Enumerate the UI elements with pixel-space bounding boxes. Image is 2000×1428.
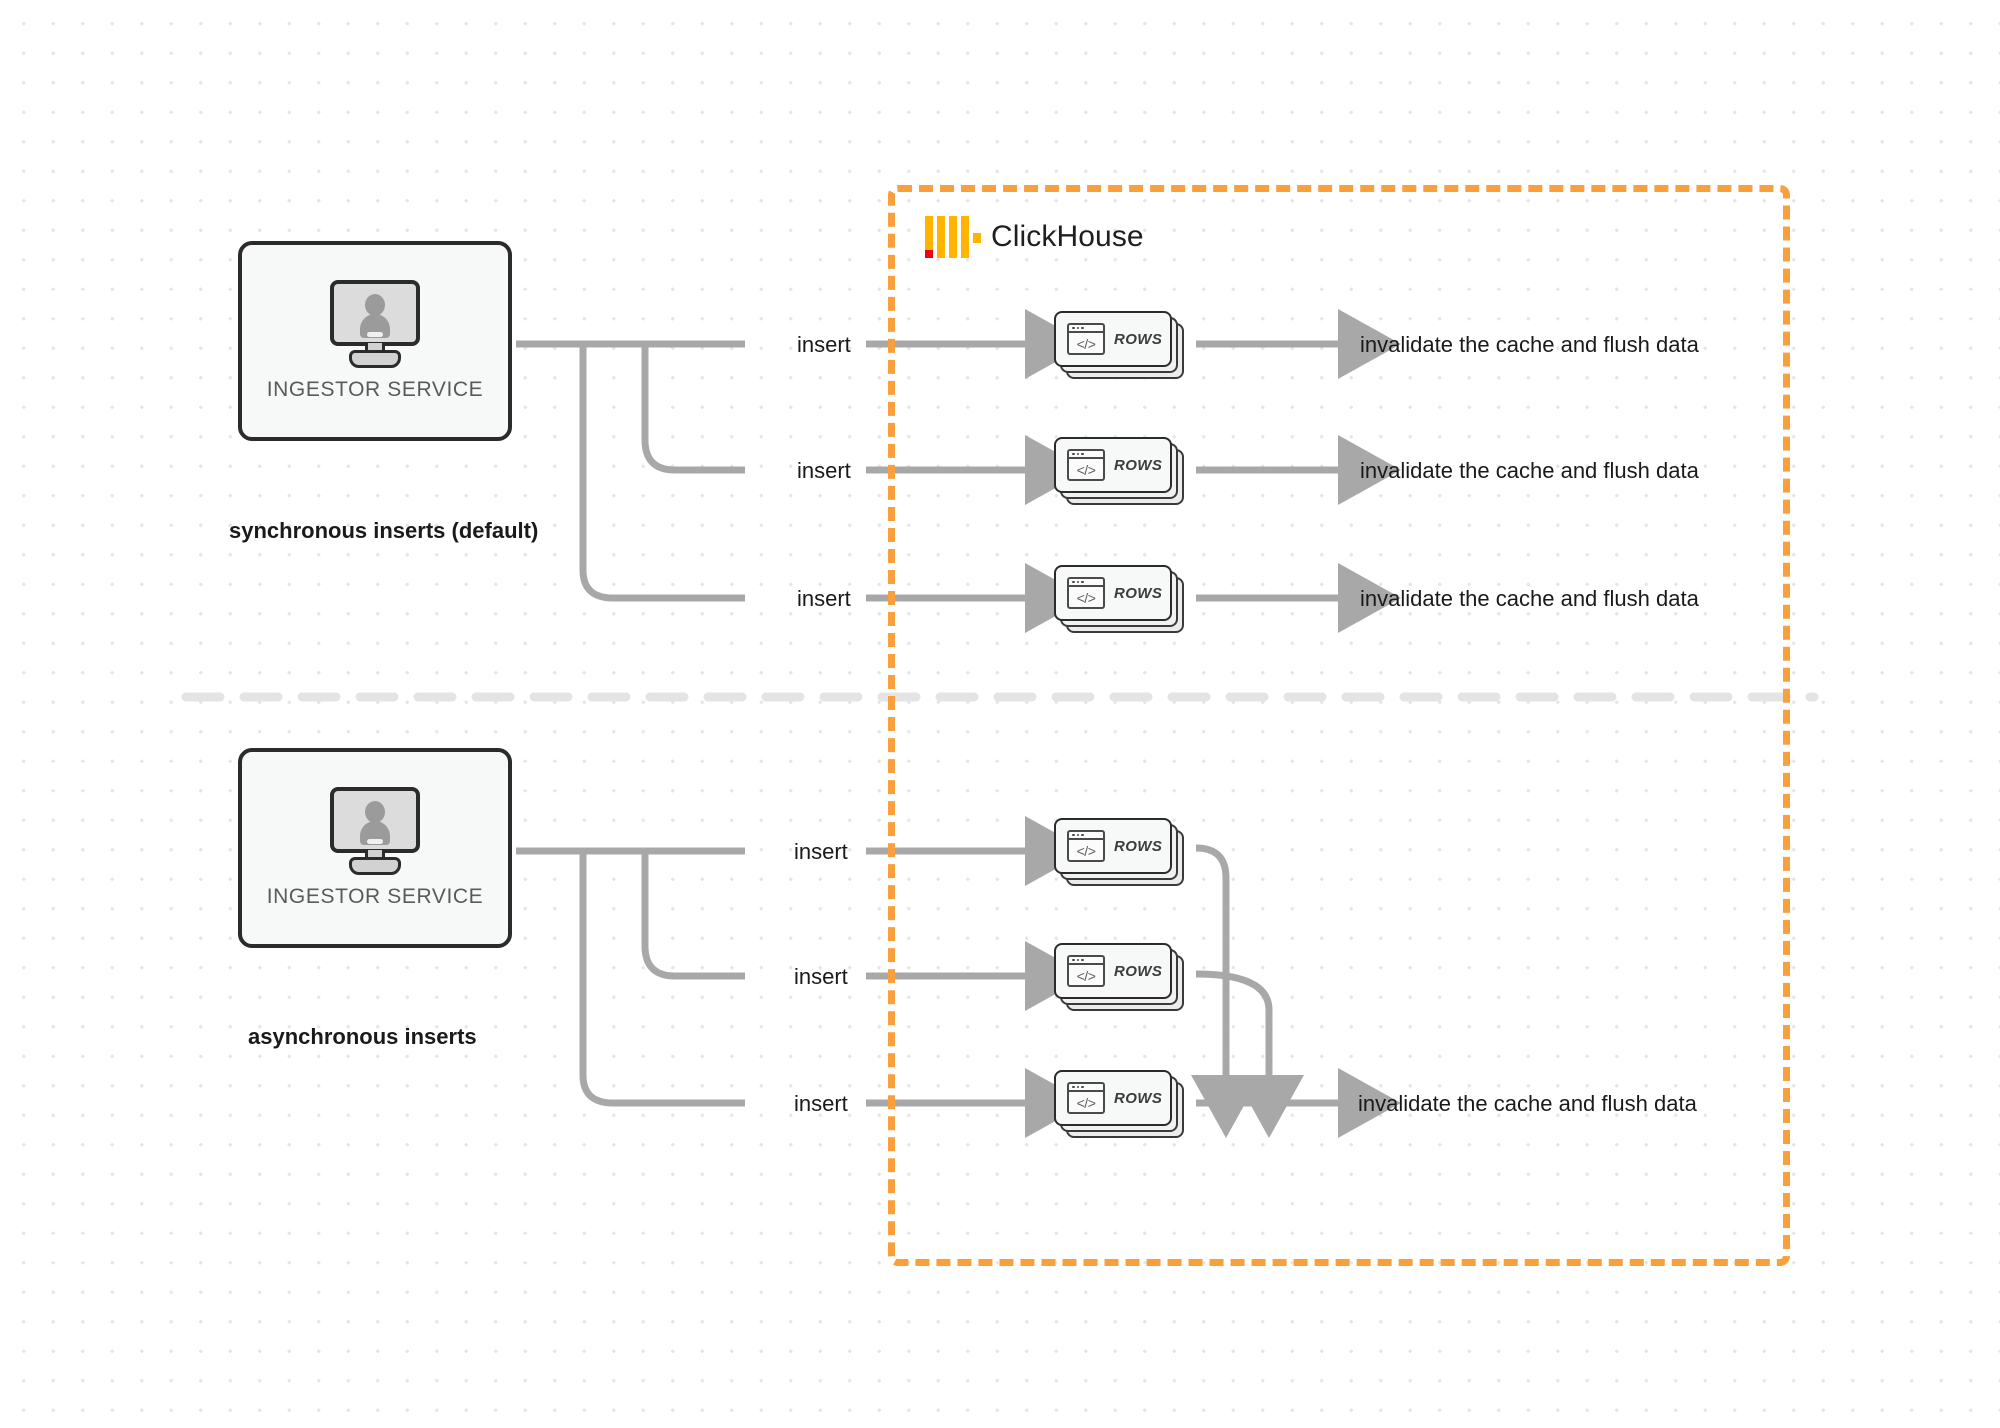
async-branch-row3 bbox=[579, 851, 745, 1107]
insert-label-async-1: insert bbox=[794, 839, 848, 864]
code-window-icon: </> bbox=[1067, 323, 1105, 355]
ingestor-service-sync[interactable]: INGESTOR SERVICE bbox=[238, 241, 512, 441]
rows-label: ROWS bbox=[1114, 837, 1163, 855]
result-label-sync-2: invalidate the cache and flush data bbox=[1360, 458, 1699, 483]
ingestor-service-label-async: INGESTOR SERVICE bbox=[266, 885, 484, 908]
clickhouse-brand: ClickHouse bbox=[925, 216, 1144, 258]
rows-node-sync-3[interactable]: </> ROWS bbox=[1054, 565, 1184, 633]
result-label-sync-1: invalidate the cache and flush data bbox=[1360, 332, 1699, 357]
sync-branch-row3 bbox=[579, 344, 745, 602]
rows-label: ROWS bbox=[1114, 962, 1163, 980]
monitor-user-icon bbox=[326, 280, 424, 368]
rows-node-sync-1[interactable]: </> ROWS bbox=[1054, 311, 1184, 379]
rows-label: ROWS bbox=[1114, 456, 1163, 474]
clickhouse-boundary bbox=[888, 185, 1790, 1266]
code-window-icon: </> bbox=[1067, 955, 1105, 987]
code-window-icon: </> bbox=[1067, 830, 1105, 862]
rows-node-async-3[interactable]: </> ROWS bbox=[1054, 1070, 1184, 1138]
sync-branch-row2 bbox=[641, 344, 745, 474]
async-branch-row2 bbox=[641, 851, 745, 980]
code-window-icon: </> bbox=[1067, 1082, 1105, 1114]
ingestor-service-label-sync: INGESTOR SERVICE bbox=[266, 378, 484, 401]
monitor-user-icon bbox=[326, 787, 424, 875]
rows-label: ROWS bbox=[1114, 1089, 1163, 1107]
section-caption-async: asynchronous inserts bbox=[248, 1024, 477, 1049]
result-label-async-merged: invalidate the cache and flush data bbox=[1358, 1091, 1697, 1116]
rows-node-async-2[interactable]: </> ROWS bbox=[1054, 943, 1184, 1011]
async-merge-from-row1 bbox=[1191, 844, 1261, 1138]
insert-label-sync-3: insert bbox=[797, 586, 851, 611]
code-window-icon: </> bbox=[1067, 449, 1105, 481]
rows-node-sync-2[interactable]: </> ROWS bbox=[1054, 437, 1184, 505]
insert-label-async-3: insert bbox=[794, 1091, 848, 1116]
rows-node-async-1[interactable]: </> ROWS bbox=[1054, 818, 1184, 886]
rows-label: ROWS bbox=[1114, 330, 1163, 348]
clickhouse-label: ClickHouse bbox=[991, 220, 1144, 253]
insert-label-sync-2: insert bbox=[797, 458, 851, 483]
section-caption-sync: synchronous inserts (default) bbox=[229, 518, 539, 543]
insert-label-sync-1: insert bbox=[797, 332, 851, 357]
rows-label: ROWS bbox=[1114, 584, 1163, 602]
ingestor-service-async[interactable]: INGESTOR SERVICE bbox=[238, 748, 512, 948]
result-label-sync-3: invalidate the cache and flush data bbox=[1360, 586, 1699, 611]
clickhouse-logo-icon bbox=[925, 216, 981, 258]
insert-label-async-2: insert bbox=[794, 964, 848, 989]
code-window-icon: </> bbox=[1067, 577, 1105, 609]
async-merge-from-row2 bbox=[1195, 970, 1304, 1138]
